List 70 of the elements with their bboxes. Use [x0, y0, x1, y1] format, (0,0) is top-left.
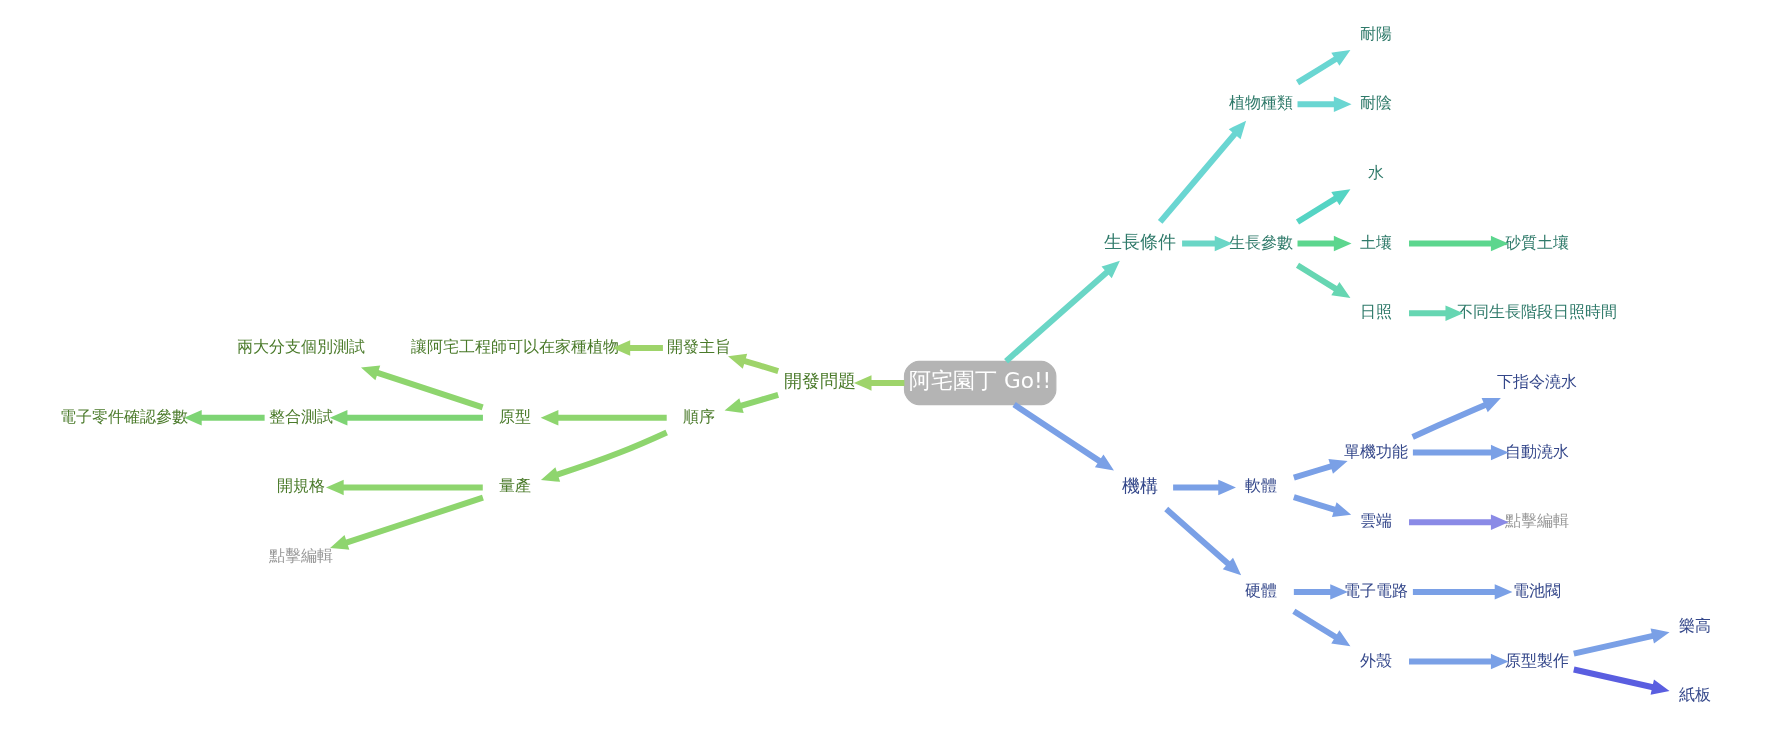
arrow	[1295, 49, 1351, 86]
arrow	[1012, 402, 1114, 471]
node-text: 軟體	[1245, 477, 1278, 496]
arrow	[330, 494, 484, 550]
node-text: 順序	[683, 407, 716, 426]
arrow	[1164, 506, 1242, 576]
arrow	[1173, 479, 1236, 496]
arrow	[540, 429, 668, 482]
node-text: 機構	[1122, 474, 1159, 496]
node-text: 土壤	[1360, 233, 1393, 252]
arrow	[1409, 305, 1464, 321]
node-text: 電子電路	[1344, 581, 1409, 600]
node-text: 原型	[499, 407, 532, 426]
arrow	[1292, 608, 1351, 647]
arrow	[1409, 514, 1509, 530]
arrow	[1182, 235, 1233, 252]
arrow	[1292, 494, 1352, 517]
arrow	[1297, 235, 1352, 252]
node-text: 電子零件確認參數	[60, 407, 189, 426]
node-text: 單機功能	[1344, 442, 1409, 461]
node-text: 兩大分支個別測試	[237, 338, 366, 357]
node-text: 雲端	[1360, 512, 1393, 531]
arrow	[1297, 96, 1352, 113]
arrow	[1409, 235, 1509, 252]
arrow	[1411, 398, 1501, 440]
node-text: 紙板	[1678, 686, 1711, 705]
arrow	[1412, 584, 1513, 600]
node-text: 生長條件	[1104, 230, 1177, 252]
node-text: 開發問題	[783, 370, 856, 392]
node-text: 生長參數	[1229, 233, 1294, 252]
node-text: 水	[1368, 164, 1385, 183]
arrow	[329, 409, 483, 426]
node-text: 讓阿宅工程師可以在家種植物	[411, 338, 620, 357]
arrow	[1157, 120, 1247, 224]
arrow	[1573, 628, 1670, 657]
arrow	[1004, 260, 1120, 364]
arrow	[1295, 189, 1351, 225]
arrow	[1293, 584, 1348, 600]
arrow	[728, 353, 780, 374]
node-text: 點擊編輯	[1505, 512, 1570, 531]
arrow	[612, 340, 663, 356]
node-box: 阿宅園丁 Go!!	[903, 360, 1057, 406]
node-text: 量產	[499, 477, 532, 496]
node-text: 開規格	[277, 477, 326, 496]
node-text: 植物種類	[1229, 94, 1294, 113]
node-text: 電池閥	[1513, 581, 1562, 600]
node-text: 硬體	[1245, 581, 1278, 600]
arrow	[326, 479, 483, 496]
node-text: 下指令澆水	[1497, 373, 1578, 391]
node-text: 日照	[1360, 303, 1393, 322]
arrow	[540, 410, 667, 426]
node-text: 開發主旨	[667, 338, 732, 357]
node-text: 耐陽	[1360, 24, 1393, 43]
node-text: 砂質土壤	[1505, 233, 1570, 252]
arrow	[184, 410, 265, 426]
node-text: 樂高	[1678, 616, 1711, 635]
node-text: 整合測試	[269, 407, 334, 426]
arrow	[1409, 653, 1509, 670]
arrow	[361, 365, 484, 411]
node-text: 點擊編輯	[269, 547, 334, 566]
arrow	[1412, 444, 1509, 461]
arrow	[1573, 666, 1670, 695]
node-text: 外殼	[1360, 651, 1393, 670]
arrow	[724, 391, 779, 414]
arrow	[1295, 262, 1351, 298]
arrow	[1292, 458, 1348, 481]
arrow	[853, 375, 905, 391]
node-text: 耐陰	[1360, 94, 1393, 113]
node-text: 原型製作	[1505, 651, 1570, 670]
node-text: 自動澆水	[1505, 442, 1570, 461]
